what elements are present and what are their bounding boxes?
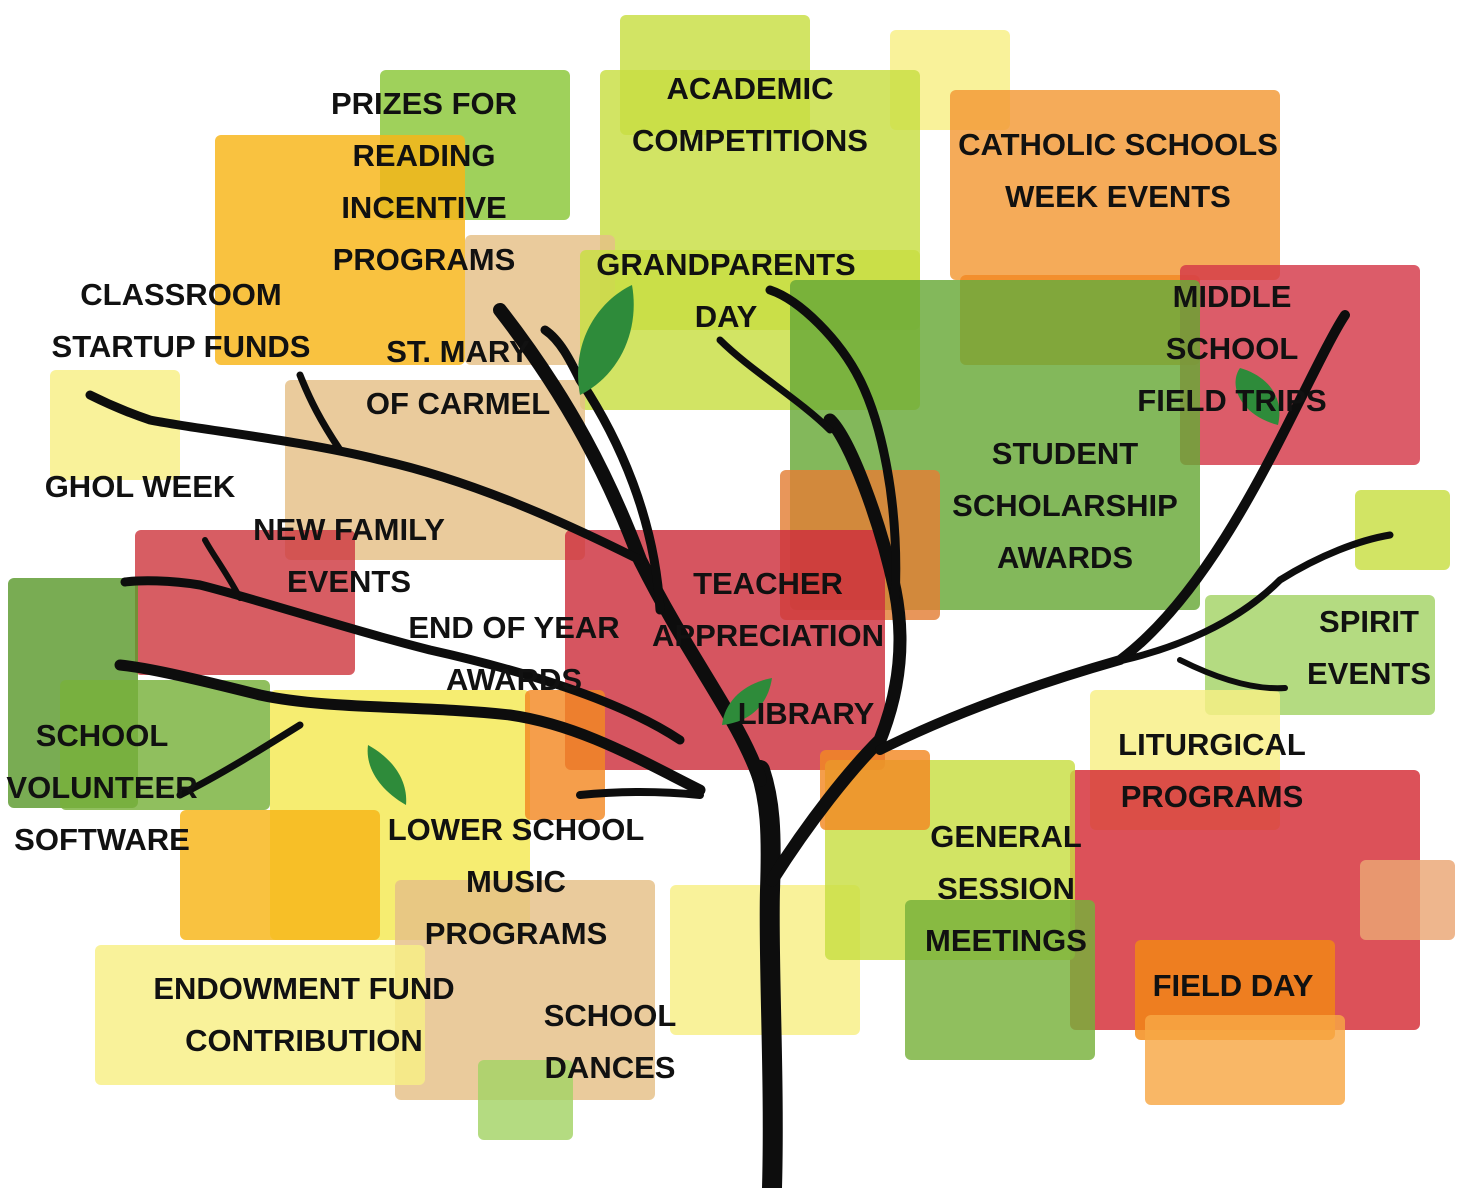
branch-grandparents	[540, 325, 665, 615]
patch-red-middle	[1180, 265, 1420, 465]
patch-green-bottom	[478, 1060, 573, 1140]
branch-upper-left	[85, 390, 645, 565]
leaf-lower-left-icon	[367, 745, 407, 805]
patch-green-general	[905, 900, 1095, 1060]
patch-orange-end-of-year	[525, 690, 605, 820]
patch-orange-catholic	[950, 90, 1280, 280]
patch-orange-prizes	[215, 135, 465, 365]
patch-red-teacher	[565, 530, 885, 770]
branch-lower-left	[114, 659, 706, 796]
label-prizes-for-reading: PRIZES FOR READING INCENTIVE PROGRAMS	[330, 86, 518, 277]
label-catholic-schools-week: CATHOLIC SCHOOLS WEEK EVENTS	[958, 127, 1278, 214]
branch-spirit	[1096, 531, 1394, 669]
branch-far-right	[875, 310, 1350, 755]
leaf-grandparents-icon	[578, 285, 634, 395]
label-academic-competitions: ACADEMIC COMPETITIONS	[632, 71, 868, 158]
branch-volunteer-twig	[176, 721, 304, 799]
label-lower-school-music-programs: LOWER SCHOOL MUSIC PROGRAMS	[387, 812, 645, 951]
label-liturgical-programs: LITURGICAL PROGRAMS	[1118, 727, 1306, 814]
patch-tan-right	[1360, 860, 1455, 940]
label-grandparents-day: GRANDPARENTS DAY	[596, 247, 856, 334]
branch-lower-school	[576, 787, 704, 799]
label-end-of-year-awards: END OF YEAR AWARDS	[408, 610, 620, 697]
label-general-session-meetings: GENERAL SESSION MEETINGS	[925, 819, 1087, 958]
patch-red-newfamily	[135, 530, 355, 675]
patch-lime-right	[1355, 490, 1450, 570]
branch-center-twig	[716, 336, 834, 434]
branch-classroom-twig	[296, 371, 344, 454]
branch-new-family-twig	[202, 537, 243, 601]
label-field-day: FIELD DAY	[1152, 968, 1314, 1003]
patch-orange-fieldday-lower	[1145, 1015, 1345, 1105]
leaf-library-icon	[722, 678, 772, 725]
tree-leaves	[367, 285, 1280, 805]
label-teacher-appreciation: TEACHER APPRECIATION	[652, 566, 884, 653]
label-middle-school-field-trips: MIDDLE SCHOOL FIELD TRIPS	[1137, 279, 1327, 418]
label-new-family-events: NEW FAMILY EVENTS	[253, 512, 445, 599]
branch-mid-left	[120, 576, 685, 745]
label-school-volunteer-software: SCHOOL VOLUNTEER SOFTWARE	[6, 718, 198, 857]
label-school-dances: SCHOOL DANCES	[543, 998, 677, 1085]
branch-trunk-right	[765, 413, 907, 887]
label-st-mary-of-carmel: ST. MARY OF CARMEL	[365, 334, 551, 421]
label-ghol-week: GHOL WEEK	[44, 469, 236, 504]
label-spirit-events: SPIRIT EVENTS	[1306, 604, 1432, 691]
patch-green-left-lower	[60, 680, 270, 810]
label-endowment-fund-contribution: ENDOWMENT FUND CONTRIBUTION	[153, 971, 455, 1058]
branch-spirit-twig	[1177, 657, 1288, 692]
branch-center-right	[765, 285, 901, 605]
patch-paleyellow-endowment	[95, 945, 425, 1085]
label-library: LIBRARY	[737, 696, 875, 731]
label-student-scholarship-awards: STUDENT SCHOLARSHIP AWARDS	[952, 436, 1178, 575]
trunk	[750, 760, 783, 1188]
label-classroom-startup-funds: CLASSROOM STARTUP FUNDS	[51, 277, 311, 364]
leaf-middle-school-icon	[1235, 368, 1280, 425]
patch-orange-lower-left	[180, 810, 380, 940]
